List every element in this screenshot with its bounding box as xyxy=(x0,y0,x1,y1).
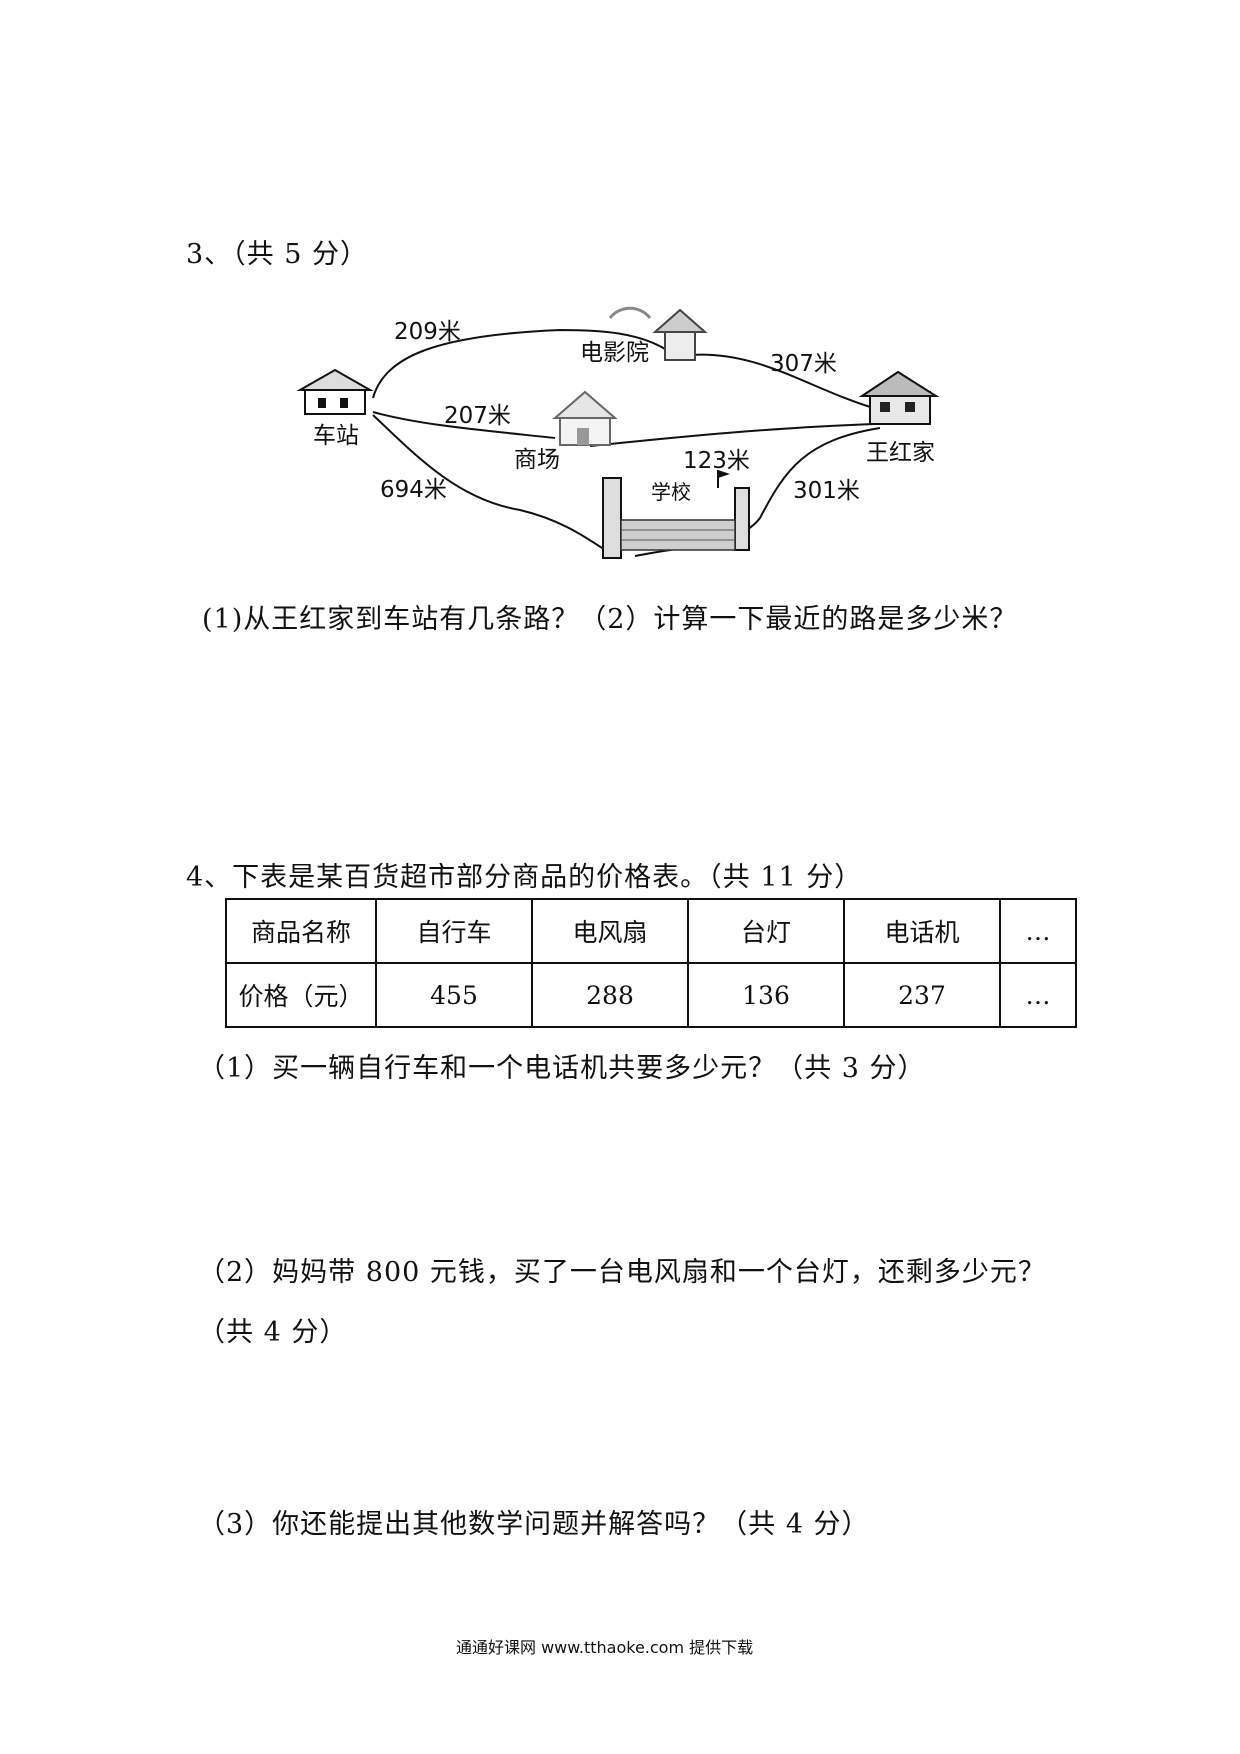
distance-station-cinema: 209米 xyxy=(394,319,461,345)
distance-cinema-home: 307米 xyxy=(770,351,837,377)
table-cell: 237 xyxy=(843,962,1001,1028)
distance-school-home: 301米 xyxy=(793,478,860,504)
table-cell: 价格（元） xyxy=(225,962,377,1028)
table-cell: 电话机 xyxy=(843,898,1001,964)
table-cell: 136 xyxy=(687,962,845,1028)
price-table: 商品名称 自行车 电风扇 台灯 电话机 … 价格（元） 455 288 136 … xyxy=(225,898,1077,1028)
table-cell: 商品名称 xyxy=(225,898,377,964)
table-cell: 电风扇 xyxy=(531,898,689,964)
place-school: 学校 xyxy=(651,480,691,504)
station-building-icon xyxy=(296,368,374,415)
q4-sub2-line2: （共 4 分） xyxy=(198,1317,348,1348)
table-cell: 自行车 xyxy=(375,898,533,964)
q3-question: (1)从王红家到车站有几条路？（2）计算一下最近的路是多少米？ xyxy=(202,604,1018,635)
distance-mall-home: 123米 xyxy=(683,448,750,474)
home-building-icon xyxy=(858,370,940,425)
distance-station-mall: 207米 xyxy=(444,403,511,429)
q4-sub3: （3）你还能提出其他数学问题并解答吗？（共 4 分） xyxy=(198,1509,870,1540)
q4-title: 4、下表是某百货超市部分商品的价格表。（共 11 分） xyxy=(186,862,863,893)
place-mall: 商场 xyxy=(514,447,560,473)
page-footer: 通通好课网 www.tthaoke.com 提供下载 xyxy=(456,1638,754,1657)
table-cell: … xyxy=(999,962,1077,1028)
place-station: 车站 xyxy=(313,423,359,449)
place-home: 王红家 xyxy=(866,440,935,466)
q4-sub2-line1: （2）妈妈带 800 元钱，买了一台电风扇和一个台灯，还剩多少元？ xyxy=(198,1257,1046,1288)
table-cell: 台灯 xyxy=(687,898,845,964)
table-row: 商品名称 自行车 电风扇 台灯 电话机 … xyxy=(225,898,1077,964)
mall-building-icon xyxy=(552,390,618,446)
table-cell: 288 xyxy=(531,962,689,1028)
table-cell: 455 xyxy=(375,962,533,1028)
q3-title: 3、（共 5 分） xyxy=(186,239,369,270)
table-row: 价格（元） 455 288 136 237 … xyxy=(225,962,1077,1028)
place-cinema: 电影院 xyxy=(580,340,649,366)
table-cell: … xyxy=(999,898,1077,964)
distance-station-school: 694米 xyxy=(380,477,447,503)
q4-sub1: （1）买一辆自行车和一个电话机共要多少元？（共 3 分） xyxy=(198,1053,926,1084)
